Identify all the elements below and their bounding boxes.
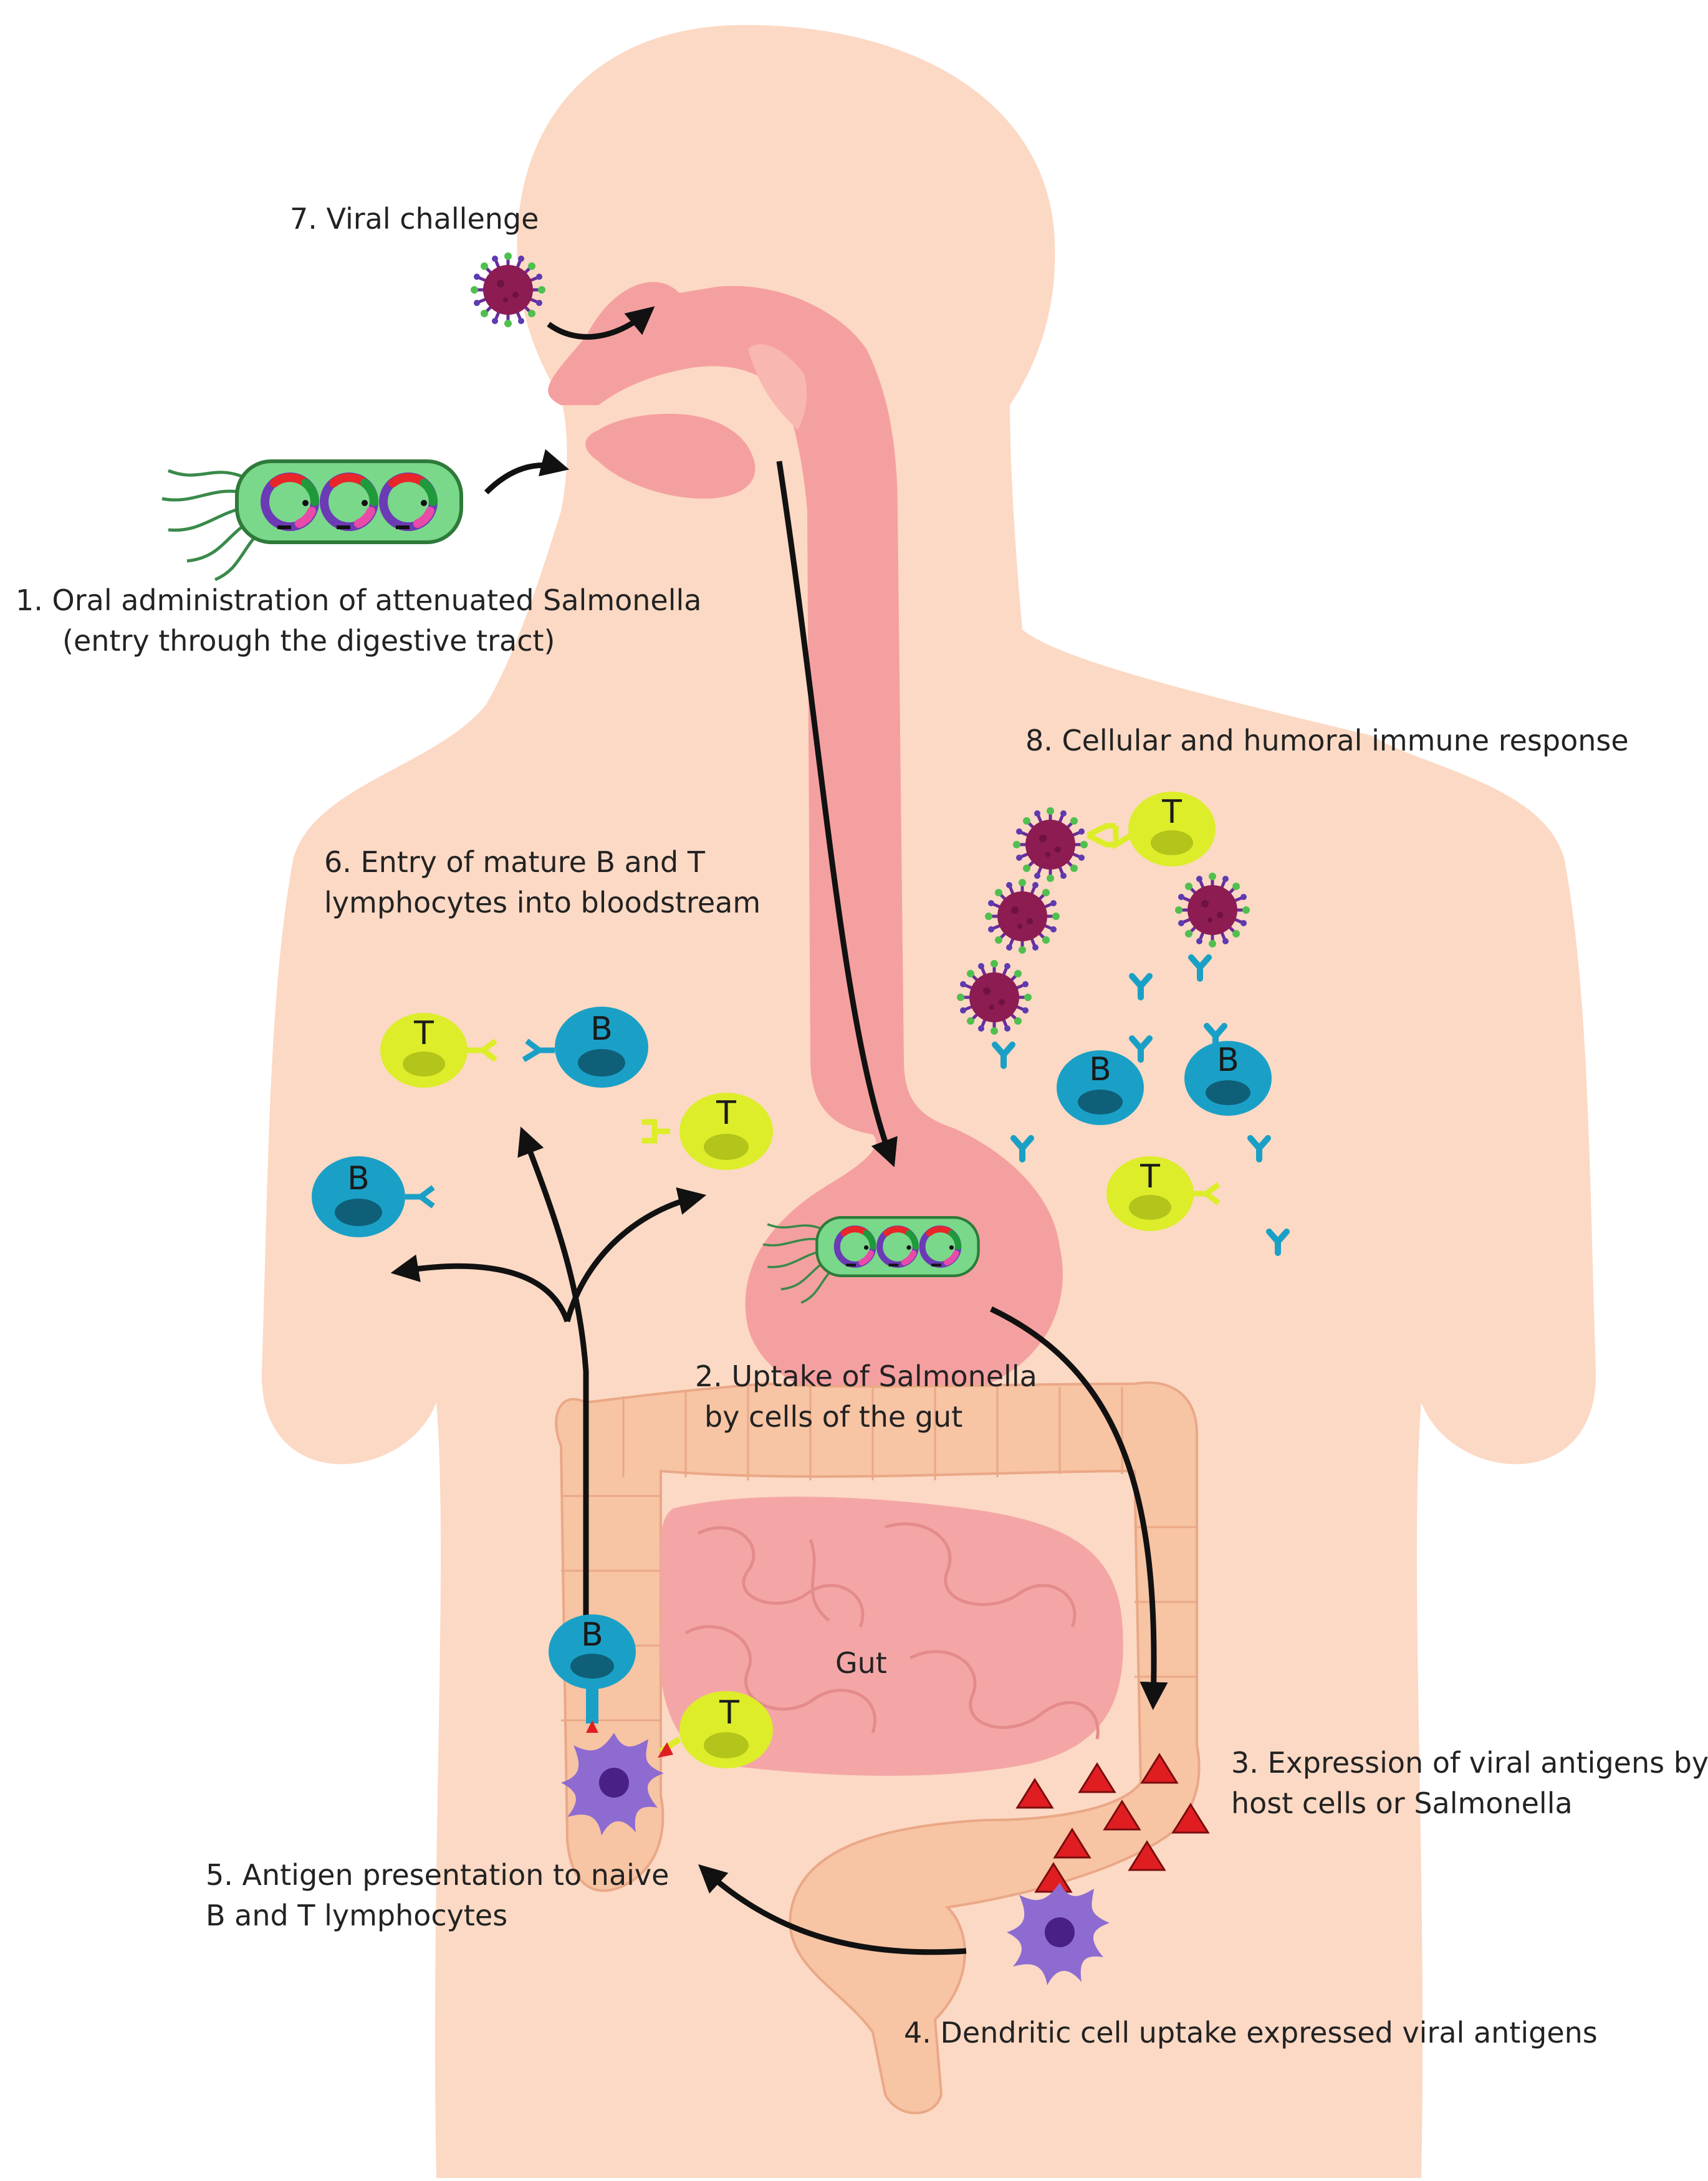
arrow-to-colon <box>990 1306 1168 1710</box>
step-8-label: 8. Cellular and humoral immune response <box>1025 724 1629 757</box>
virus-2 <box>985 879 1060 954</box>
arrow-to-presentation <box>698 1864 967 1955</box>
b-cell-response-2: B <box>1184 1026 1272 1116</box>
b-cell-mature-1: B <box>522 1007 648 1088</box>
step-6-label-line1: 6. Entry of mature B and T <box>324 845 705 879</box>
arrow-viral-entry <box>547 306 655 340</box>
step-7-label: 7. Viral challenge <box>290 202 539 236</box>
b-letter: B <box>1089 1051 1111 1088</box>
step-2-label-line1: 2. Uptake of Salmonella <box>695 1359 1037 1393</box>
t-letter: T <box>1139 1158 1160 1196</box>
salmonella-oral <box>162 461 461 580</box>
arrow-oral-entry <box>484 449 570 495</box>
gut-label: Gut <box>835 1646 887 1680</box>
step-1-label-line2: (entry through the digestive tract) <box>62 624 555 658</box>
b-letter: B <box>590 1010 613 1048</box>
b-letter: B <box>347 1160 370 1197</box>
step-2-label-line2: by cells of the gut <box>704 1400 963 1434</box>
step-5-label-line1: 5. Antigen presentation to naive <box>206 1858 669 1892</box>
flow-arrows <box>390 306 1168 1955</box>
viral-antigens <box>1015 1753 1210 1893</box>
t-cell-response-top: T <box>1086 792 1216 866</box>
small-intestine <box>659 1497 1123 1776</box>
t-cell-mature-2: T <box>642 1093 773 1170</box>
step-3-label-line1: 3. Expression of viral antigens by <box>1231 1746 1708 1780</box>
arrow-left <box>390 1254 570 1323</box>
step-1-label-line1: 1. Oral administration of attenuated Sal… <box>16 583 702 617</box>
arrow-b-up <box>517 1126 589 1646</box>
virus-4 <box>957 960 1032 1035</box>
t-cell-mature-1: T <box>380 1013 497 1088</box>
virus-1 <box>1013 807 1088 882</box>
virus-3 <box>1175 873 1250 947</box>
step-6-label-line2: lymphocytes into bloodstream <box>324 886 761 919</box>
step-3-label-line2: host cells or Salmonella <box>1231 1786 1573 1820</box>
antigen-presentation-group: B T <box>549 1614 773 1836</box>
b-letter: B <box>1217 1042 1239 1079</box>
b-cell-mature-2: B <box>312 1156 435 1237</box>
b-letter: B <box>581 1616 603 1654</box>
t-letter: T <box>716 1095 736 1132</box>
colon <box>555 1381 1201 2114</box>
t-letter: T <box>719 1694 739 1732</box>
t-cell-response-bottom: T <box>1106 1156 1221 1231</box>
b-cell-response-1: B <box>1057 1038 1149 1125</box>
step-4-label: 4. Dendritic cell uptake expressed viral… <box>904 2016 1598 2049</box>
t-letter: T <box>1161 793 1182 831</box>
t-letter: T <box>413 1015 434 1052</box>
arrow-esophagus <box>776 461 898 1167</box>
arrow-right <box>564 1187 707 1323</box>
digestive-tract <box>548 282 1063 1404</box>
step-5-label-line2: B and T lymphocytes <box>206 1899 508 1932</box>
virus-challenge <box>471 252 545 327</box>
